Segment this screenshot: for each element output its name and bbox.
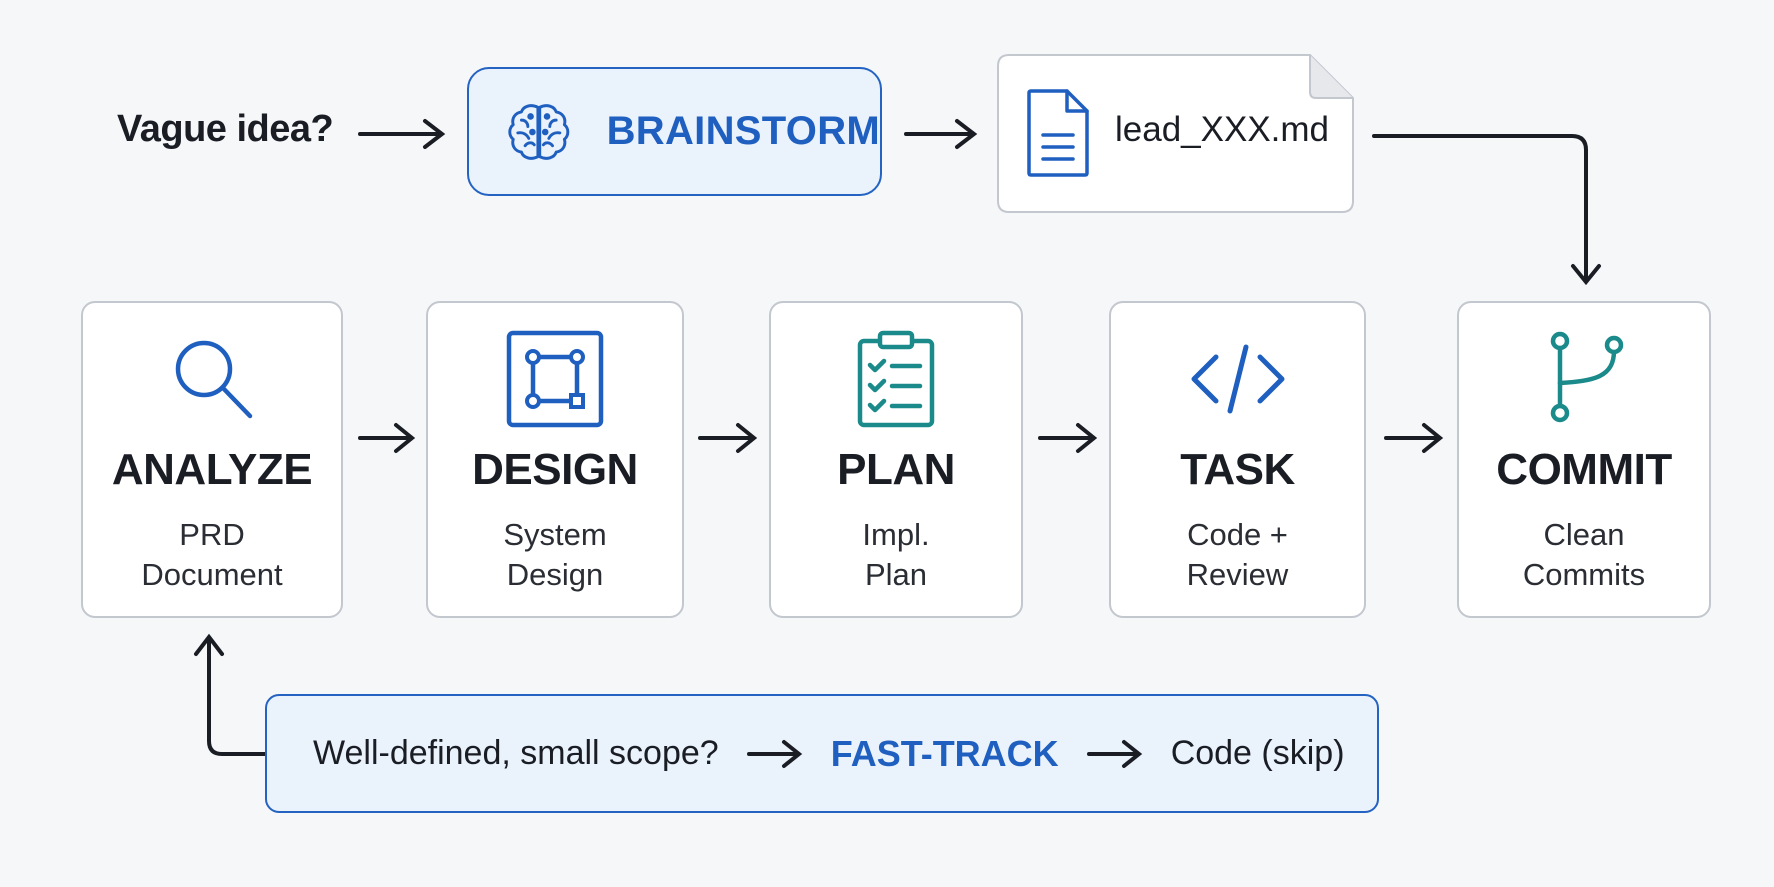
fast-track-result: Code (skip) — [1170, 734, 1345, 772]
stage-subtitle: Code + Review — [1121, 515, 1354, 595]
arrowhead — [423, 119, 446, 149]
stage-subtitle: PRD Document — [93, 515, 331, 595]
arrowhead — [1422, 423, 1444, 453]
lead-file-card[interactable]: lead_XXX.md — [997, 54, 1354, 213]
stage-title: ANALYZE — [111, 445, 313, 494]
arrowhead — [955, 119, 978, 149]
stage-subtitle: Clean Commits — [1469, 515, 1699, 595]
stage-subtitle-line: Design — [506, 557, 604, 592]
arrow-right-icon — [1086, 739, 1142, 768]
stage-subtitle-line: Clean — [1543, 517, 1625, 552]
stage-subtitle: System Design — [438, 515, 672, 595]
file-name: lead_XXX.md — [1115, 110, 1330, 149]
stage-title: PLAN — [837, 445, 955, 494]
brain-icon — [508, 103, 570, 160]
brainstorm-box[interactable]: BRAINSTORM — [467, 67, 882, 196]
stage-commit[interactable]: COMMIT Clean Commits — [1457, 301, 1711, 618]
code-brackets-icon — [1191, 344, 1284, 414]
stage-subtitle: Impl. Plan — [781, 515, 1011, 595]
arrow-right-icon — [746, 739, 802, 768]
stage-subtitle-line: System — [503, 517, 607, 552]
stage-subtitle-line: Document — [141, 557, 283, 592]
stage-subtitle-line: Plan — [864, 557, 928, 592]
stage-title: TASK — [1180, 445, 1295, 494]
stage-subtitle-line: Review — [1186, 557, 1289, 592]
clipboard-checklist-icon — [857, 330, 935, 428]
stage-analyze[interactable]: ANALYZE PRD Document — [81, 301, 343, 618]
document-icon — [1027, 89, 1089, 177]
stage-design[interactable]: DESIGN System Design — [426, 301, 684, 618]
arrowhead — [1076, 423, 1098, 453]
stage-task[interactable]: TASK Code + Review — [1109, 301, 1366, 618]
arrowhead — [1571, 264, 1601, 286]
arrowhead — [736, 423, 758, 453]
arrowhead — [394, 423, 416, 453]
stage-title: DESIGN — [472, 445, 638, 494]
stage-subtitle-line: Code + — [1187, 517, 1288, 552]
arrow-file-to-commit — [1372, 134, 1588, 282]
arrowhead — [194, 633, 224, 656]
stage-subtitle-line: Impl. — [862, 517, 930, 552]
brainstorm-label: BRAINSTORM — [606, 109, 880, 153]
vague-idea-question: Vague idea? — [117, 108, 334, 150]
fast-track-label: FAST-TRACK — [830, 732, 1059, 774]
fast-track-question: Well-defined, small scope? — [313, 734, 719, 772]
stage-subtitle-line: PRD — [179, 517, 245, 552]
fast-track-panel[interactable]: Well-defined, small scope? FAST-TRACK Co… — [265, 694, 1379, 813]
design-frame-icon — [506, 330, 604, 428]
stage-subtitle-line: Commits — [1522, 557, 1646, 592]
magnifier-icon — [175, 340, 253, 419]
stage-title: COMMIT — [1496, 445, 1672, 494]
arrow-fasttrack-to-analyze — [207, 638, 267, 756]
git-branch-icon — [1550, 331, 1624, 423]
stage-plan[interactable]: PLAN Impl. Plan — [769, 301, 1023, 618]
